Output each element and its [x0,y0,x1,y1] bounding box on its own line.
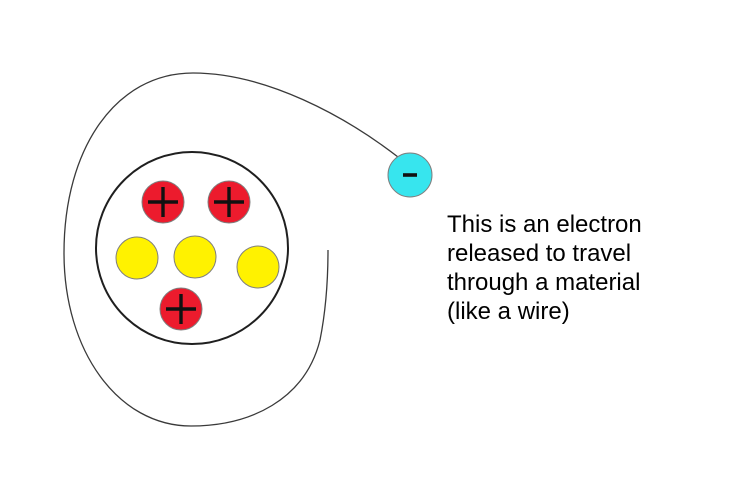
neutron-circle [115,236,159,280]
plus-icon [148,187,178,217]
caption-line: (like a wire) [447,298,570,325]
proton [159,287,203,331]
caption-line: This is an electron [447,211,642,238]
proton [141,180,185,224]
electron [387,152,433,198]
caption-line: released to travel [447,240,632,267]
caption: This is an electron released to travel t… [447,210,642,326]
proton [207,180,251,224]
electron-orbit-path [63,72,399,427]
neutron-circle [236,245,280,289]
plus-icon [214,187,244,217]
plus-icon [166,294,196,324]
caption-line: through a material [447,269,641,296]
neutron-circle [173,235,217,279]
